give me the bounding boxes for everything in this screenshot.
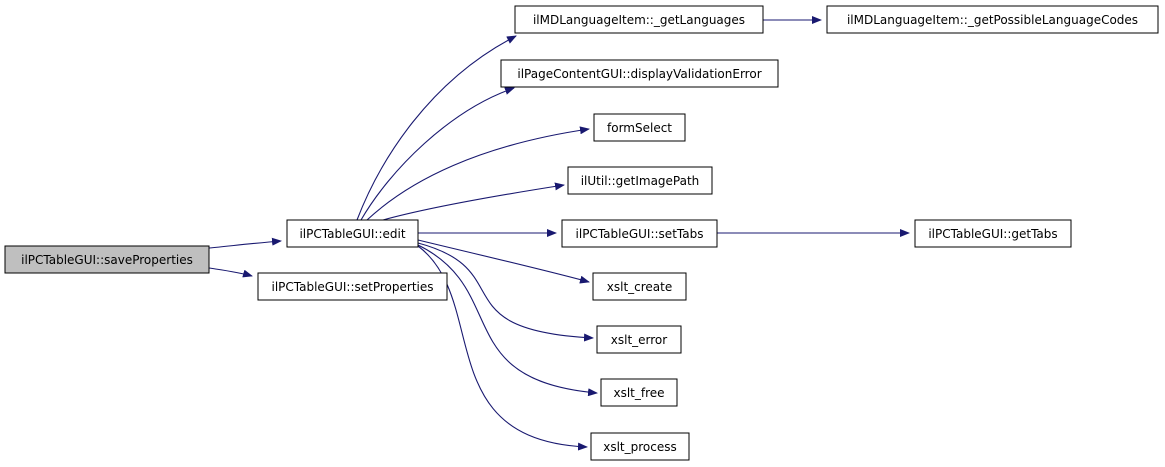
- node-label: ilPCTableGUI::setTabs: [576, 227, 704, 241]
- node-box[interactable]: [257, 272, 448, 301]
- node-box[interactable]: [567, 166, 713, 195]
- node-getImagePath[interactable]: ilUtil::getImagePath: [567, 166, 713, 195]
- node-label: xslt_create: [607, 280, 672, 294]
- edge-edit-to-xslt_process: [417, 245, 588, 451]
- edge-edit-to-formSelect: [366, 126, 590, 221]
- node-label: ilPCTableGUI::setProperties: [271, 280, 433, 294]
- node-label: ilUtil::getImagePath: [581, 174, 700, 188]
- node-box[interactable]: [4, 245, 210, 274]
- node-label: ilPCTableGUI::edit: [299, 227, 405, 241]
- node-label: ilMDLanguageItem::_getPossibleLanguageCo…: [847, 13, 1138, 27]
- node-label: ilPageContentGUI::displayValidationError: [517, 67, 761, 81]
- edge-edit-to-getLanguages: [356, 35, 517, 221]
- node-displayValidationError[interactable]: ilPageContentGUI::displayValidationError: [500, 59, 779, 88]
- node-getPossibleLanguageCodes[interactable]: ilMDLanguageItem::_getPossibleLanguageCo…: [826, 5, 1159, 34]
- node-edit[interactable]: ilPCTableGUI::edit: [286, 219, 419, 248]
- node-box[interactable]: [593, 113, 686, 142]
- node-label: ilMDLanguageItem::_getLanguages: [533, 13, 745, 27]
- node-label: formSelect: [607, 121, 672, 135]
- node-label: xslt_free: [613, 386, 664, 400]
- edge-edit-to-xslt_create: [417, 239, 590, 284]
- node-getLanguages[interactable]: ilMDLanguageItem::_getLanguages: [514, 5, 764, 34]
- node-box[interactable]: [561, 219, 718, 248]
- node-label: xslt_process: [603, 440, 677, 454]
- edge-saveProperties-to-setProperties: [208, 267, 253, 278]
- node-box[interactable]: [914, 219, 1072, 248]
- node-box[interactable]: [590, 432, 690, 461]
- node-xslt_free[interactable]: xslt_free: [600, 378, 678, 407]
- node-setTabs[interactable]: ilPCTableGUI::setTabs: [561, 219, 718, 248]
- node-saveProperties[interactable]: ilPCTableGUI::saveProperties: [4, 245, 210, 274]
- edge-edit-to-xslt_error: [417, 242, 594, 342]
- node-box[interactable]: [592, 272, 687, 301]
- node-box[interactable]: [600, 378, 678, 407]
- edge-saveProperties-to-edit: [208, 237, 282, 249]
- node-getTabs[interactable]: ilPCTableGUI::getTabs: [914, 219, 1072, 248]
- node-setProperties[interactable]: ilPCTableGUI::setProperties: [257, 272, 448, 301]
- node-box[interactable]: [596, 325, 682, 354]
- edge-edit-to-xslt_free: [417, 244, 598, 397]
- node-box[interactable]: [514, 5, 764, 34]
- node-box[interactable]: [500, 59, 779, 88]
- node-label: xslt_error: [611, 333, 668, 347]
- node-box[interactable]: [826, 5, 1159, 34]
- edge-edit-to-displayValidationError: [360, 87, 515, 221]
- node-layer: ilPCTableGUI::savePropertiesilPCTableGUI…: [4, 5, 1159, 461]
- node-xslt_create[interactable]: xslt_create: [592, 272, 687, 301]
- node-xslt_process[interactable]: xslt_process: [590, 432, 690, 461]
- edge-edit-to-getImagePath: [382, 182, 565, 221]
- node-label: ilPCTableGUI::saveProperties: [21, 253, 193, 267]
- node-label: ilPCTableGUI::getTabs: [928, 227, 1057, 241]
- edge-layer: [208, 16, 910, 451]
- node-formSelect[interactable]: formSelect: [593, 113, 686, 142]
- node-box[interactable]: [286, 219, 419, 248]
- node-xslt_error[interactable]: xslt_error: [596, 325, 682, 354]
